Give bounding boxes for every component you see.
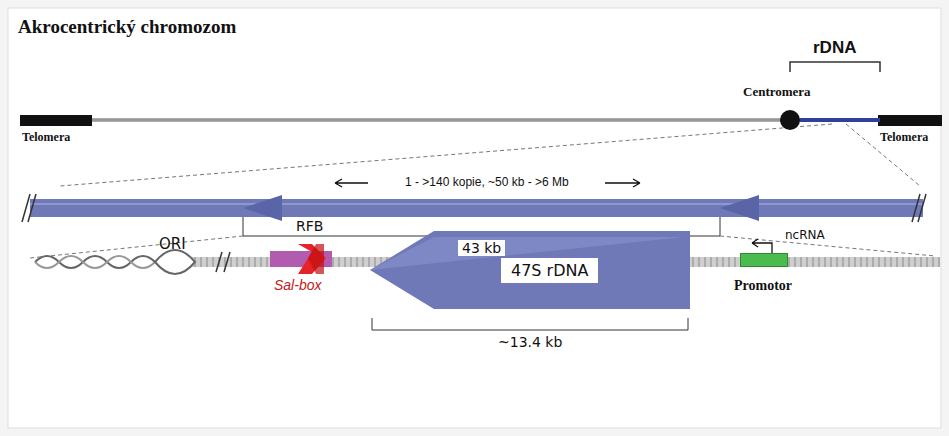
rdna-bracket (790, 62, 880, 72)
rdna-segment (800, 118, 880, 122)
diagram-label: Telomera (22, 130, 70, 145)
node-text: Promotor (734, 278, 792, 294)
diagram-label: 43 kb (458, 240, 505, 256)
rfb-site: RFB (286, 218, 336, 274)
repeat-arrowhead (243, 195, 282, 221)
node-text: 47S rDNA (501, 258, 598, 283)
sal-box: Sal-box (258, 251, 342, 297)
promoter-bar (740, 253, 788, 267)
repeat-band (30, 199, 923, 217)
diagram-label: rDNA (813, 38, 856, 58)
diagram-label: ncRNA (785, 228, 825, 242)
diagram-label: 1 - >140 kopie, ~50 kb - >6 Mb (405, 175, 569, 189)
node-text: Centromera (743, 84, 811, 100)
centromere: Centromera (735, 84, 835, 130)
repeat-arrowhead (720, 195, 759, 221)
node-text: RFB (296, 218, 323, 234)
diagram-label: Telomera (880, 130, 928, 145)
ori-bubble (155, 250, 195, 274)
diagram-label: ~13.4 kb (498, 334, 562, 350)
dna-helix (35, 256, 155, 268)
telomere (878, 115, 942, 126)
node-text: Sal-box (274, 277, 321, 293)
diagram-label: ORI (159, 235, 186, 253)
telomere (20, 115, 92, 126)
rdna-gene-shape: 47S rDNA (370, 231, 690, 309)
chromosome-arm (90, 119, 880, 122)
promoter-box: Promotor (722, 250, 812, 300)
diagram-title: Akrocentrický chromozom (18, 16, 236, 38)
